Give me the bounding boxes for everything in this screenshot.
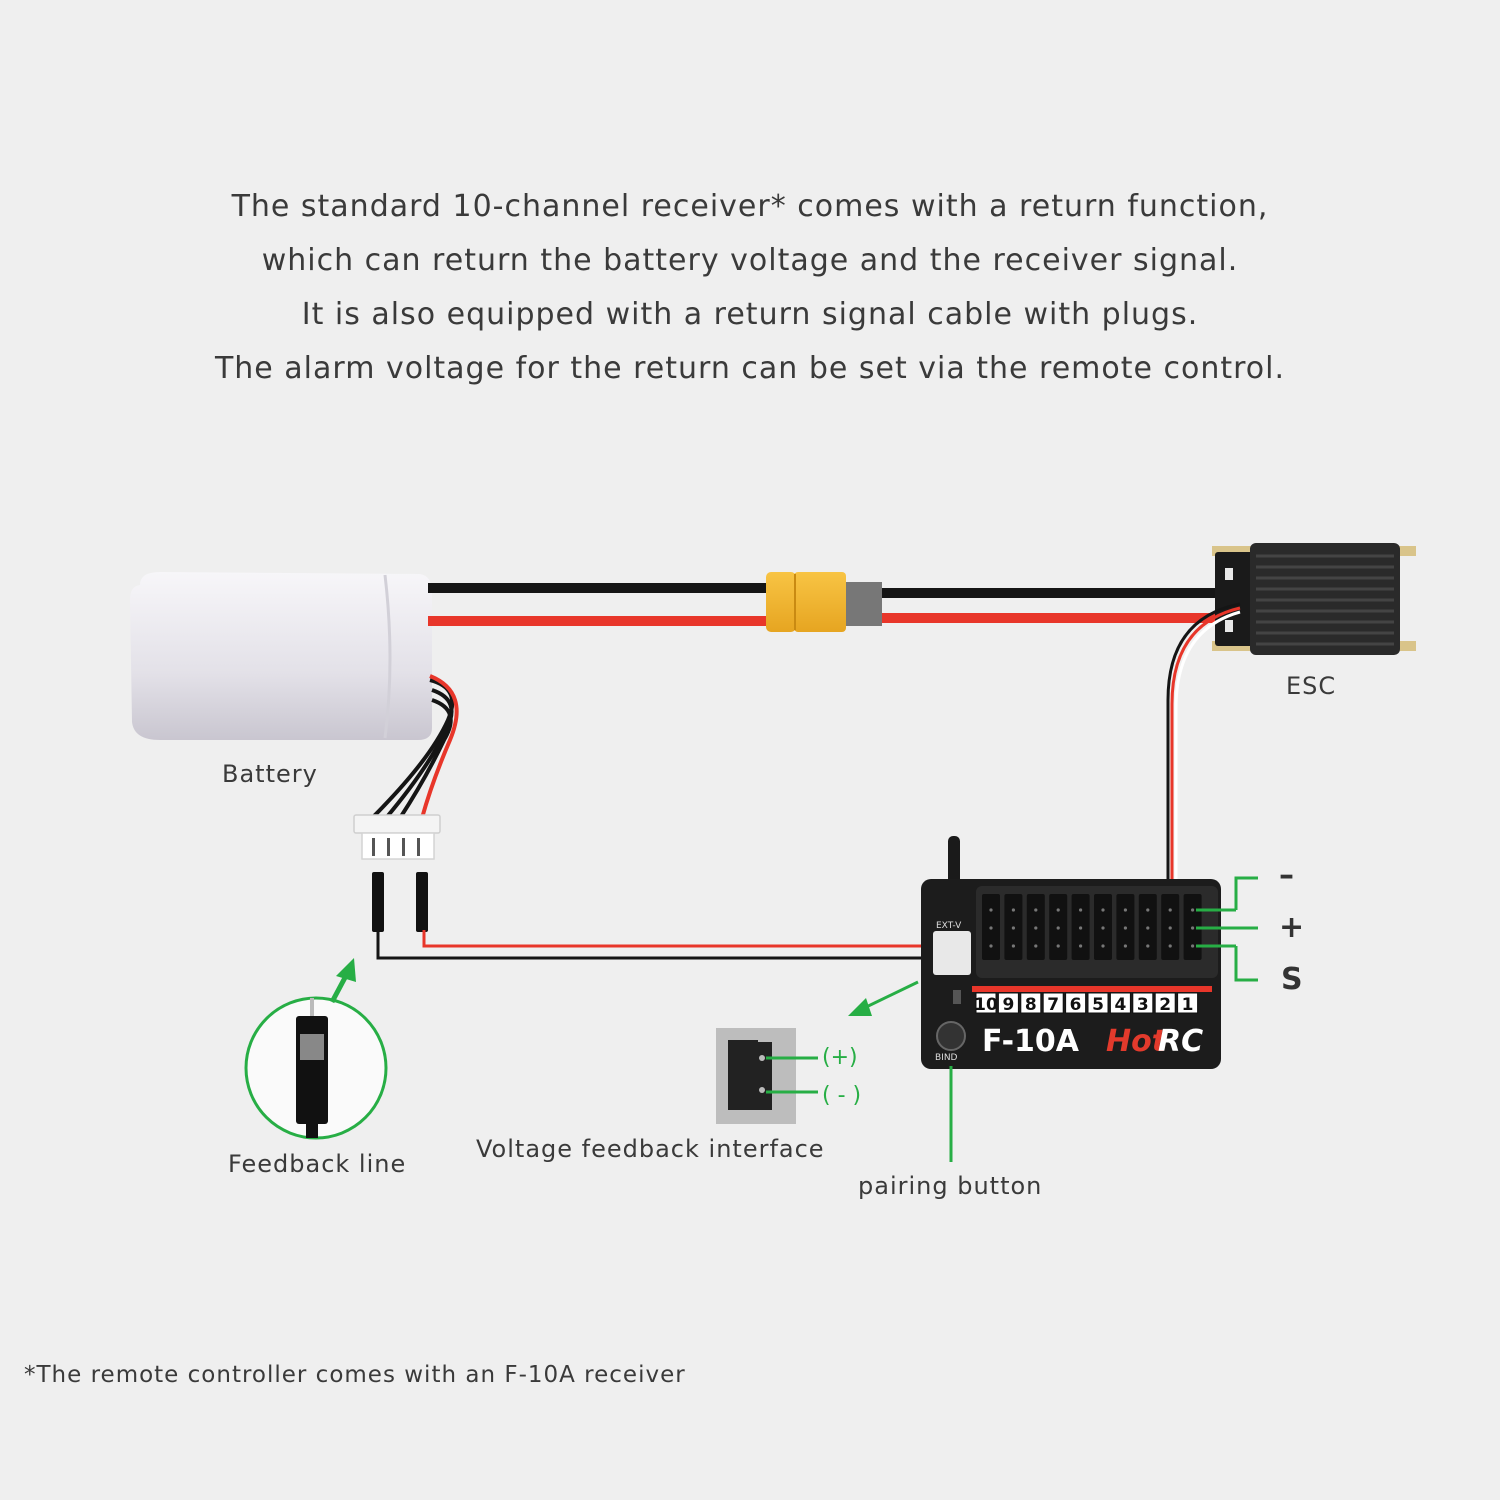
servo-pin: [1101, 926, 1105, 930]
arrow-to-ext-port: [848, 980, 919, 1016]
servo-pin: [1146, 908, 1150, 912]
channel-number: 3: [1137, 995, 1149, 1015]
brand-hot: Hot: [1106, 1024, 1168, 1059]
servo-pin: [1034, 926, 1038, 930]
channel-number: 7: [1047, 995, 1059, 1015]
channel-number-box: [1154, 992, 1176, 1014]
servo-pin: [1168, 926, 1172, 930]
feedback-line-callout: [244, 958, 388, 1140]
interface-minus: ( - ): [822, 1083, 861, 1108]
channel-number: 1: [1182, 995, 1194, 1015]
ext-v-label: EXT-V: [936, 921, 962, 931]
ext-v-port: [933, 931, 971, 975]
servo-pin: [1191, 926, 1195, 930]
xt60-connector: [766, 572, 846, 632]
channel-number-box: [1177, 992, 1199, 1014]
servo-pin: [1034, 944, 1038, 948]
intro-line: which can return the battery voltage and…: [261, 243, 1239, 278]
feedback-wires: [372, 872, 938, 960]
channel-number-box: [997, 992, 1019, 1014]
servo-pin: [1079, 944, 1083, 948]
voltage-feedback-interface-label: Voltage feedback interface: [476, 1135, 825, 1163]
servo-pin: [1056, 944, 1060, 948]
channel-number-box: [1065, 992, 1087, 1014]
servo-pin: [1146, 944, 1150, 948]
pairing-button-label: pairing button: [858, 1172, 1043, 1200]
servo-pin: [1011, 944, 1016, 948]
servo-pin: [1056, 926, 1060, 930]
esc-signal-cable: [1166, 602, 1241, 948]
pin-minus: –: [1279, 858, 1294, 893]
servo-pin: [1079, 908, 1083, 912]
esc-label: ESC: [1286, 672, 1337, 700]
interface-plus: (+): [822, 1045, 858, 1070]
servo-pin: [1168, 908, 1172, 912]
channel-number-box: [975, 992, 997, 1014]
brand-rc: RC: [1158, 1024, 1203, 1059]
intro-text: The standard 10-channel receiver* comes …: [0, 180, 1500, 396]
battery-label: Battery: [222, 760, 318, 788]
pin-signal: S: [1281, 962, 1303, 997]
receiver-model: F-10A: [982, 1024, 1080, 1059]
channel-number-box: [1109, 992, 1131, 1014]
servo-pin: [1123, 926, 1127, 930]
channel-number: 5: [1092, 995, 1104, 1015]
channel-number-box: [1087, 992, 1109, 1014]
balance-lead: [370, 674, 459, 820]
servo-pin: [1123, 944, 1127, 948]
servo-pin: [989, 908, 993, 912]
channel-number: 10: [974, 995, 998, 1015]
footnote: *The remote controller comes with an F-1…: [24, 1362, 686, 1388]
voltage-feedback-interface: (+) ( - ): [716, 1028, 861, 1124]
main-power-wires: [428, 582, 1222, 626]
battery-pack: [130, 572, 432, 740]
channel-number-box: [1042, 992, 1064, 1014]
intro-line: The alarm voltage for the return can be …: [214, 351, 1286, 386]
balance-plug: [353, 814, 441, 860]
servo-pin: [989, 944, 993, 948]
channel-number: 6: [1070, 995, 1082, 1015]
servo-pin: [1011, 926, 1016, 930]
servo-pin: [1034, 908, 1038, 912]
channel-number-box: [1020, 992, 1042, 1014]
servo-pin: [1123, 908, 1127, 912]
servo-pin: [1101, 944, 1105, 948]
servo-pin: [1191, 944, 1195, 948]
bind-button[interactable]: [936, 1021, 966, 1051]
intro-line: The standard 10-channel receiver* comes …: [231, 189, 1269, 224]
bind-label: BIND: [935, 1053, 958, 1063]
feedback-line-label: Feedback line: [228, 1150, 407, 1178]
servo-pin: [1191, 908, 1195, 912]
channel-number-box: [1132, 992, 1154, 1014]
servo-pin: [1056, 908, 1060, 912]
servo-pin: [989, 926, 993, 930]
intro-line: It is also equipped with a return signal…: [301, 297, 1199, 332]
channel-number: 9: [1002, 995, 1014, 1015]
servo-pin: [1168, 944, 1172, 948]
channel-number: 8: [1025, 995, 1037, 1015]
channel-number: 4: [1114, 995, 1126, 1015]
channel-number: 2: [1159, 995, 1171, 1015]
servo-pin: [1101, 908, 1105, 912]
pin-plus: +: [1279, 910, 1305, 945]
servo-pin: [1146, 926, 1150, 930]
esc-unit: [1212, 543, 1416, 655]
servo-pin: [1079, 926, 1083, 930]
servo-pin: [1011, 908, 1016, 912]
pin-polarity-brackets: [1196, 876, 1258, 982]
